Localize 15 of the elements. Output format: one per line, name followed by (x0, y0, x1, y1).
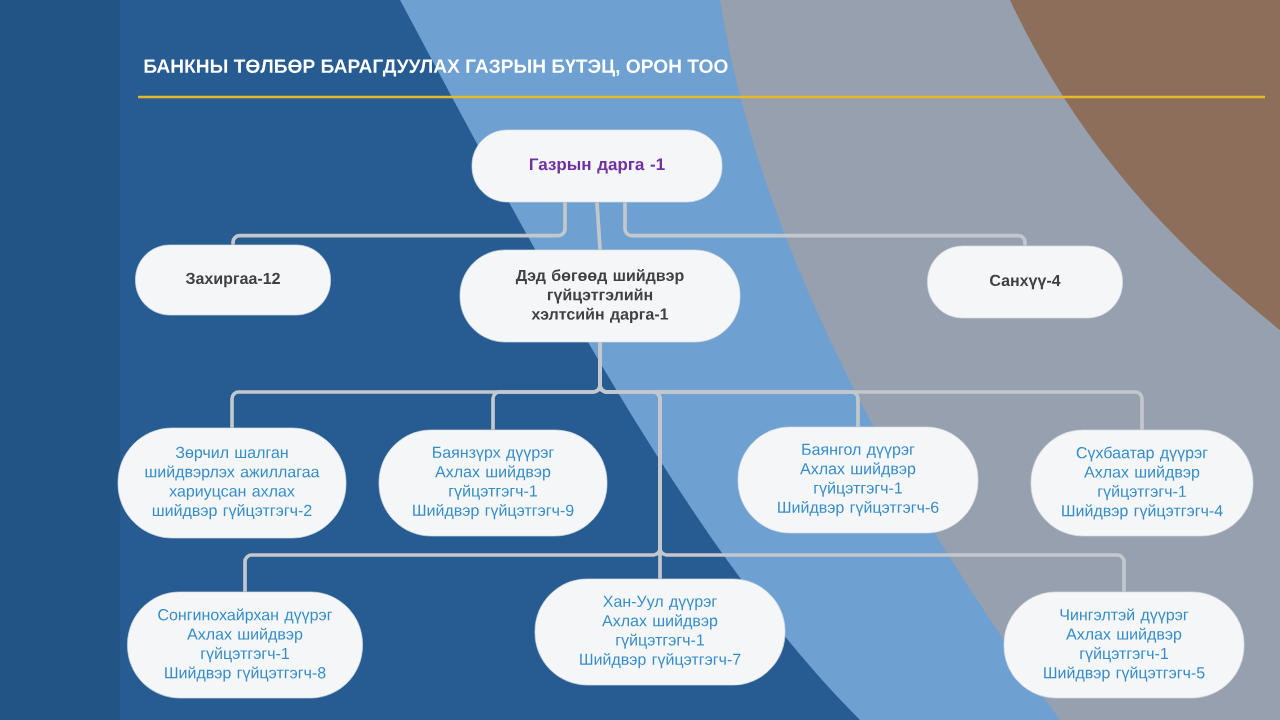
rounded-box: Зөрчил шалган шийдвэрлэх ажиллагаа хариуцсан ахлах шийдвэр гүйцэтгэгч-2 (117, 427, 347, 539)
title: БАНКНЫ ТӨЛБӨР БАРАГДУУЛАХ ГАЗРЫН БҮТЭЦ, ОРОН ТОО (144, 59, 728, 77)
rounded-box: Дэд бөгөөд шийдвэр гүйцэтгэлийн хэлтсийн дарга-1 (459, 249, 741, 343)
rounded-box: Сонгинохайрхан дүүрэг Ахлах шийдвэр гүйцэтгэгч-1 Шийдвэр гүйцэтгэгч-8 (127, 591, 363, 699)
connector-line (623, 202, 1027, 246)
rounded-box: Баянзүрх дүүрэг Ахлах шийдвэр гүйцэтгэгч-1 Шийдвэр гүйцэтгэгч-9 (378, 429, 608, 537)
rounded-box: Сүхбаатар дүүрэг Ахлах шийдвэр гүйцэтгэгч-1 Шийдвэр гүйцэтгэгч-4 (1030, 429, 1254, 537)
rounded-box: Захиргаа-12 (135, 244, 331, 316)
rounded-box: Баянгол дүүрэг Ахлах шийдвэр гүйцэтгэгч-1 Шийдвэр гүйцэтгэгч-6 (737, 426, 979, 534)
rounded-box: Чингэлтэй дүүрэг Ахлах шийдвэр гүйцэтгэгч-1 Шийдвэр гүйцэтгэгч-5 (1003, 591, 1245, 699)
rounded-box: Газрын дарга -1 (471, 129, 723, 203)
rounded-box: Хан-Уул дүүрэг Ахлах шийдвэр гүйцэтгэгч-1 Шийдвэр гүйцэтгэгч-7 (534, 578, 786, 686)
rounded-box: Санхүү-4 (927, 245, 1123, 319)
connector-line (595, 202, 602, 250)
connector-line (598, 342, 1126, 592)
